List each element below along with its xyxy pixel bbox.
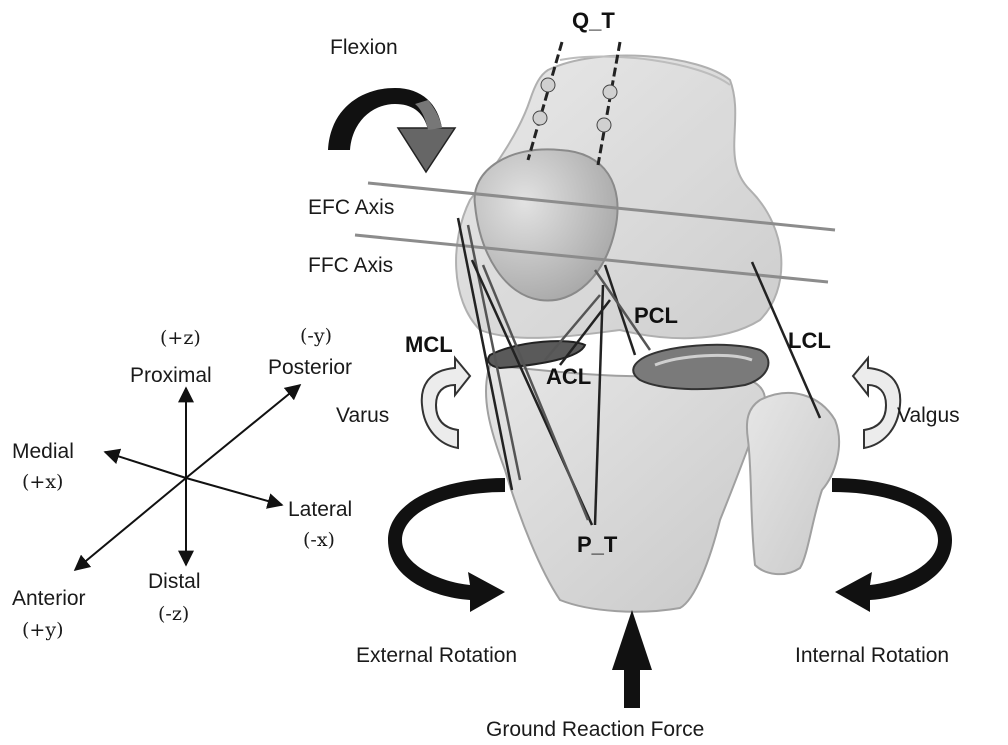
proximal-sign-label: (+z) bbox=[160, 327, 201, 349]
varus-label: Varus bbox=[336, 404, 389, 427]
lcl-label: LCL bbox=[788, 328, 831, 353]
medial-sign-label: (+x) bbox=[22, 471, 63, 493]
internal-rotation-arrow-icon bbox=[832, 478, 952, 612]
distal-label: Distal bbox=[148, 570, 201, 593]
lateral-axis-arrow bbox=[186, 478, 282, 505]
flexion-label: Flexion bbox=[330, 36, 398, 59]
lateral-meniscus bbox=[633, 345, 768, 389]
flexion-arrow-icon bbox=[328, 88, 455, 172]
external-rotation-arrow-icon bbox=[388, 478, 505, 612]
anterior-sign-label: (+y) bbox=[22, 619, 63, 641]
distal-sign-label: (-z) bbox=[158, 603, 189, 625]
fibula-bone bbox=[747, 393, 839, 574]
medial-label: Medial bbox=[12, 440, 74, 463]
posterior-label: Posterior bbox=[268, 356, 352, 379]
ground-reaction-force-label: Ground Reaction Force bbox=[486, 718, 704, 741]
external-rotation-label: External Rotation bbox=[356, 644, 517, 667]
lateral-sign-label: (-x) bbox=[303, 529, 335, 551]
valgus-label: Valgus bbox=[897, 404, 960, 427]
p-t-label: P_T bbox=[577, 532, 618, 557]
medial-axis-arrow bbox=[105, 452, 186, 478]
posterior-sign-label: (-y) bbox=[300, 325, 332, 347]
ffc-axis-label: FFC Axis bbox=[308, 254, 393, 277]
tibia-bone bbox=[486, 365, 765, 612]
internal-rotation-label: Internal Rotation bbox=[795, 644, 949, 667]
varus-arrow-icon bbox=[422, 358, 470, 448]
posterior-axis-arrow bbox=[186, 385, 300, 478]
valgus-arrow-icon bbox=[853, 358, 900, 448]
proximal-label: Proximal bbox=[130, 364, 212, 387]
mcl-label: MCL bbox=[405, 332, 453, 357]
efc-axis-label: EFC Axis bbox=[308, 196, 394, 219]
lateral-label: Lateral bbox=[288, 498, 352, 521]
pcl-label: PCL bbox=[634, 303, 678, 328]
acl-label: ACL bbox=[546, 364, 591, 389]
q-t-label: Q_T bbox=[572, 8, 615, 33]
coordinate-axes bbox=[75, 385, 300, 570]
anterior-axis-arrow bbox=[75, 478, 186, 570]
anterior-label: Anterior bbox=[12, 587, 86, 610]
ground-reaction-force-arrow-icon bbox=[612, 610, 652, 708]
